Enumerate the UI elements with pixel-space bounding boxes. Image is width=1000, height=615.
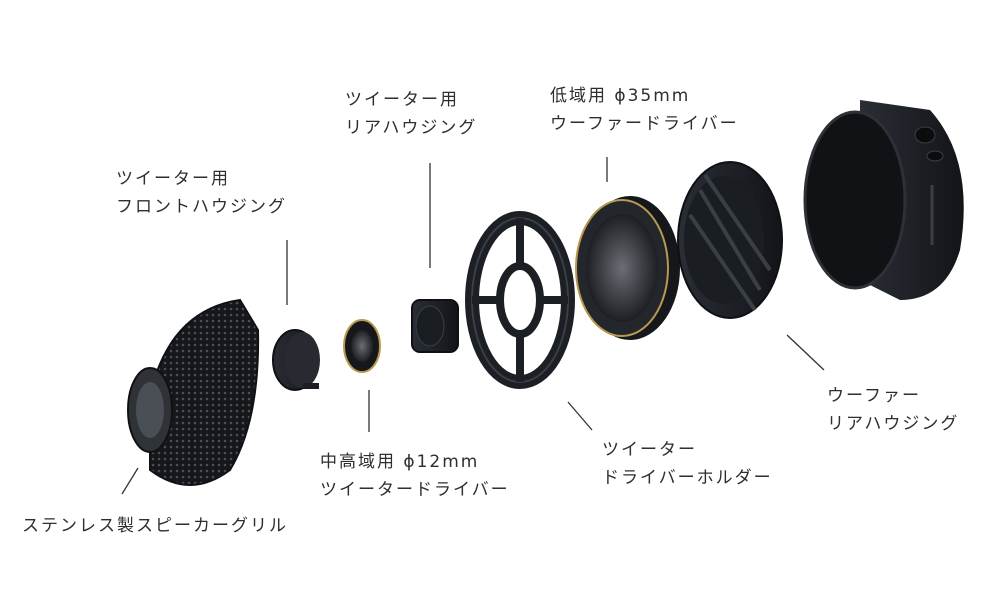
- label-tweeter-front-housing: ツイーター用 フロントハウジング: [116, 169, 287, 217]
- leader-woofer-rear-housing: [786, 334, 825, 371]
- tweeter-front-housing: [272, 329, 320, 391]
- label-tweeter-driver-holder: ツイーター ドライバーホルダー: [602, 440, 773, 488]
- woofer-rear-frame: [677, 161, 783, 319]
- woofer-rear-housing: [803, 100, 964, 300]
- label-tweeter-driver: 中高域用 ϕ12mm ツイータードライバー: [320, 452, 510, 500]
- woofer-driver: [575, 196, 680, 340]
- leader-lines: [121, 157, 825, 495]
- label-tweeter-rear-housing: ツイーター用 リアハウジング: [345, 90, 478, 138]
- tweeter-rear-housing: [411, 299, 459, 353]
- label-woofer-rear-housing: ウーファー リアハウジング: [827, 386, 960, 434]
- leader-grille: [121, 467, 139, 495]
- leader-tweeter-driver-holder: [567, 401, 593, 431]
- label-grille: ステンレス製スピーカーグリル: [22, 516, 288, 536]
- tweeter-driver: [343, 319, 381, 373]
- tweeter-driver-holder: [465, 211, 575, 389]
- label-woofer-driver: 低域用 ϕ35mm ウーファードライバー: [550, 86, 739, 134]
- stainless-speaker-grille: [127, 298, 260, 486]
